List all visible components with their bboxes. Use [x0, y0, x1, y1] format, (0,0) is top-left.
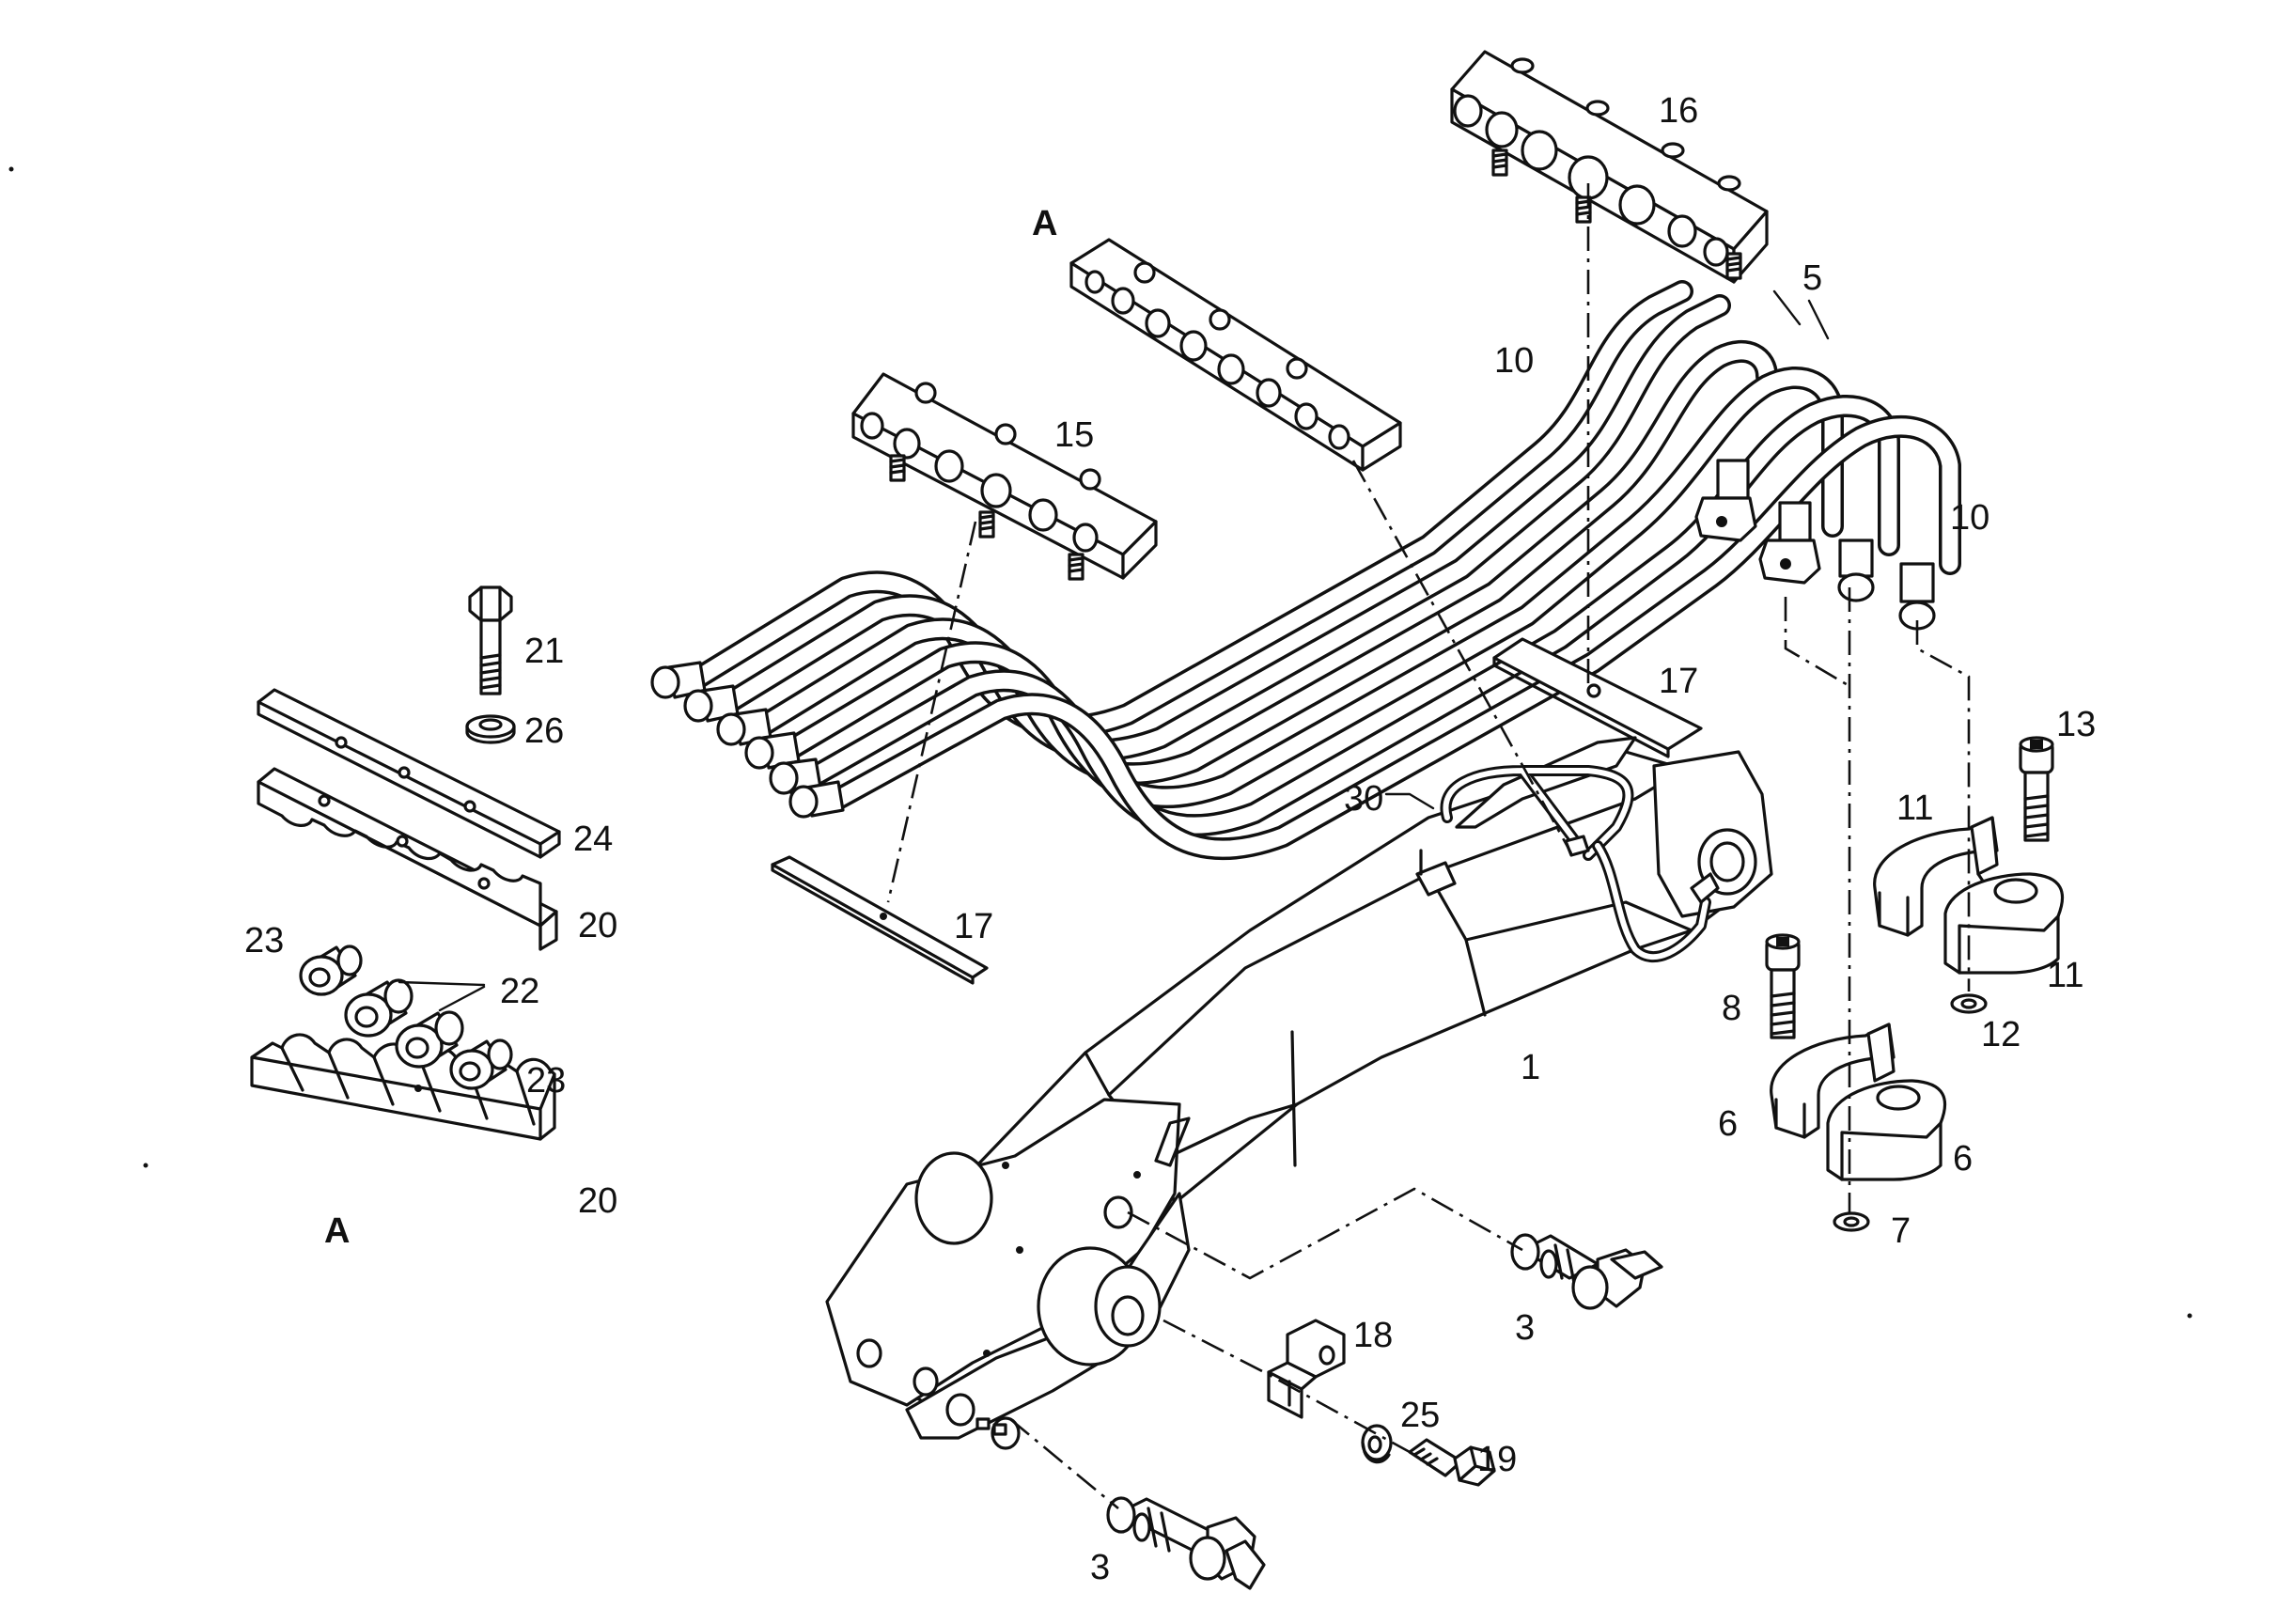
callout-8: 8	[1722, 989, 1741, 1028]
callout-24: 24	[573, 820, 613, 859]
hose-end-fitting	[1758, 501, 1821, 585]
plate-17-lower	[771, 855, 989, 985]
callout-6-left: 6	[1718, 1104, 1738, 1144]
pin-3-right	[1510, 1233, 1663, 1310]
pipe-30	[1415, 765, 1720, 963]
clamp-block-a	[1069, 238, 1402, 472]
callout-30: 30	[1344, 779, 1383, 819]
hose-end-fitting	[716, 708, 772, 746]
callout-19: 19	[1477, 1440, 1517, 1479]
scan-speck	[8, 166, 14, 172]
bolt-21	[468, 586, 513, 695]
scan-speck	[143, 1163, 148, 1168]
hose-end-fitting	[769, 757, 822, 795]
callout-22: 22	[500, 972, 539, 1011]
split-flange-11-upper	[1873, 816, 1999, 937]
callout-3-right: 3	[1515, 1308, 1535, 1348]
split-flange-6-lower	[1826, 1079, 1947, 1181]
clamp-half-upper-20	[257, 767, 558, 951]
grommet-23	[299, 945, 363, 996]
boom-foot	[825, 1098, 1191, 1450]
callout-12: 12	[1981, 1015, 2021, 1054]
callout-26: 26	[524, 711, 564, 751]
callout-13: 13	[2056, 705, 2096, 744]
pin-3-left	[1106, 1496, 1266, 1590]
split-flange-11-lower	[1943, 872, 2065, 975]
bracket-18	[1267, 1319, 1346, 1419]
callout-16: 16	[1659, 91, 1698, 131]
clamp-block-16	[1450, 50, 1769, 284]
callout-5: 5	[1802, 258, 1822, 298]
grommet-22	[344, 978, 413, 1038]
plate-17-upper	[1492, 637, 1703, 758]
callout-6-right: 6	[1953, 1139, 1973, 1179]
callout-10-upper: 10	[1494, 341, 1534, 381]
cover-plate-24	[257, 688, 561, 859]
boom-arm	[825, 736, 1773, 1450]
hose-end-fitting	[1837, 539, 1875, 602]
grommet-22	[395, 1010, 464, 1069]
assembly-lines	[886, 183, 1971, 1510]
hose-end-fitting	[1898, 562, 1936, 631]
hose-end-fitting	[1694, 459, 1757, 542]
screw-8	[1765, 933, 1801, 1039]
callout-25: 25	[1400, 1396, 1440, 1435]
washer-7	[1833, 1211, 1870, 1232]
callout-1: 1	[1521, 1048, 1540, 1087]
washer-25	[1361, 1424, 1393, 1464]
callout-20-upper: 20	[578, 906, 617, 945]
washer-26	[465, 714, 516, 744]
callout-10-right: 10	[1950, 498, 1989, 538]
leader-lines	[398, 289, 1830, 1012]
scan-speck	[2187, 1313, 2192, 1319]
callout-18: 18	[1353, 1316, 1393, 1355]
callout-23-lower: 23	[526, 1061, 566, 1101]
callout-17-lower: 17	[954, 907, 993, 946]
view-label-a-left: A	[324, 1211, 350, 1251]
callout-labels: 16 A 5 10 15 10 21 17 26 13 30 11 24 20 …	[244, 91, 2096, 1587]
screw-13	[2019, 736, 2054, 842]
callout-20-lower: 20	[578, 1181, 617, 1221]
split-flange-6-upper	[1770, 1023, 1896, 1139]
callout-17-upper: 17	[1659, 662, 1698, 701]
hose-line	[827, 414, 1961, 861]
callout-7: 7	[1891, 1211, 1911, 1251]
callout-3-left: 3	[1090, 1548, 1110, 1587]
callout-23-upper: 23	[244, 921, 284, 960]
callout-11-lower: 11	[2047, 956, 2083, 995]
washer-12	[1950, 993, 1988, 1014]
hose-end-fitting	[788, 780, 845, 819]
grommet-23	[449, 1038, 513, 1090]
view-label-a-top: A	[1032, 204, 1057, 243]
callout-11-upper: 11	[1896, 789, 1933, 828]
bolt-19	[1408, 1438, 1496, 1487]
callout-21: 21	[524, 632, 564, 671]
callout-15: 15	[1054, 415, 1094, 455]
clamp-block-15	[851, 372, 1158, 581]
